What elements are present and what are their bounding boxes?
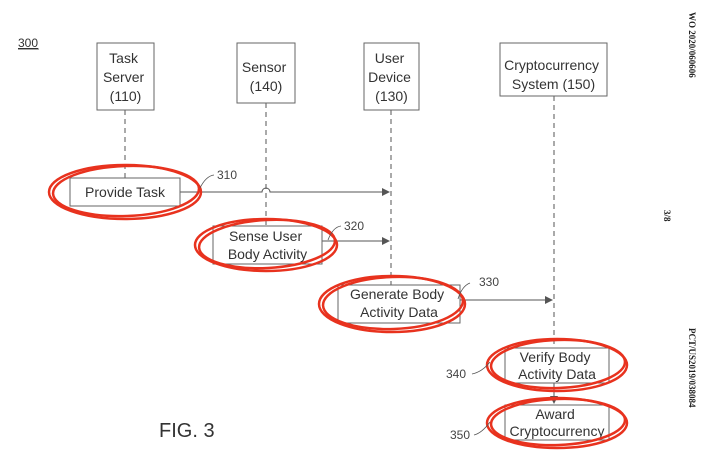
side-text-bottom: PCT/US2019/038084	[687, 328, 697, 408]
svg-text:Provide Task: Provide Task	[85, 184, 166, 200]
leader-340	[471, 361, 491, 375]
side-text-middle: 3/8	[662, 210, 672, 222]
step-award-crypto: Award Cryptocurrency	[504, 404, 610, 441]
entity-crypto-system: Cryptocurrency System (150)	[499, 42, 608, 97]
ref-310: 310	[217, 168, 237, 182]
leader-350	[473, 421, 491, 436]
side-text-top: WO 2020/060606	[687, 12, 697, 78]
ref-340: 340	[446, 367, 466, 381]
figure-caption: FIG. 3	[159, 420, 215, 442]
svg-text:Verify Body Activity Dat: Verify Body Activity Data	[518, 349, 596, 382]
highlight-sense-user	[193, 217, 339, 273]
step-verify-data: Verify Body Activity Data	[504, 347, 610, 384]
entity-sensor: Sensor (140)	[236, 42, 296, 104]
arrow-provide-task	[180, 187, 390, 196]
svg-text:Award Cryptocurrency: Award Cryptocurrency	[510, 406, 605, 439]
highlight-provide-task	[47, 163, 203, 221]
entity-user-device: User Device (130)	[363, 42, 420, 111]
figure-number: 300	[18, 36, 38, 50]
svg-text:User Device (130): User Device (130)	[368, 50, 415, 104]
step-provide-task: Provide Task	[69, 177, 181, 207]
svg-text:Task Server (110): Task Server (110)	[103, 50, 148, 104]
ref-330: 330	[479, 275, 499, 289]
svg-text:Cryptocurrency System (1: Cryptocurrency System (150)	[504, 57, 603, 92]
step-sense-user: Sense User Body Activity	[212, 225, 323, 265]
ref-350: 350	[450, 428, 470, 442]
step-generate-data: Generate Body Activity Data	[337, 284, 461, 324]
highlight-award-crypto	[485, 396, 629, 450]
svg-text:Sensor (140): Sensor (140)	[242, 59, 290, 94]
leader-310	[199, 174, 215, 189]
entity-task-server: Task Server (110)	[96, 42, 155, 111]
svg-text:Generate Body Activity D: Generate Body Activity Data	[350, 286, 448, 320]
svg-text:Sense User Body Activity: Sense User Body Activity	[228, 228, 307, 262]
leader-330	[457, 282, 471, 300]
ref-320: 320	[344, 219, 364, 233]
highlight-generate-data	[317, 274, 467, 334]
leader-320	[327, 225, 342, 241]
